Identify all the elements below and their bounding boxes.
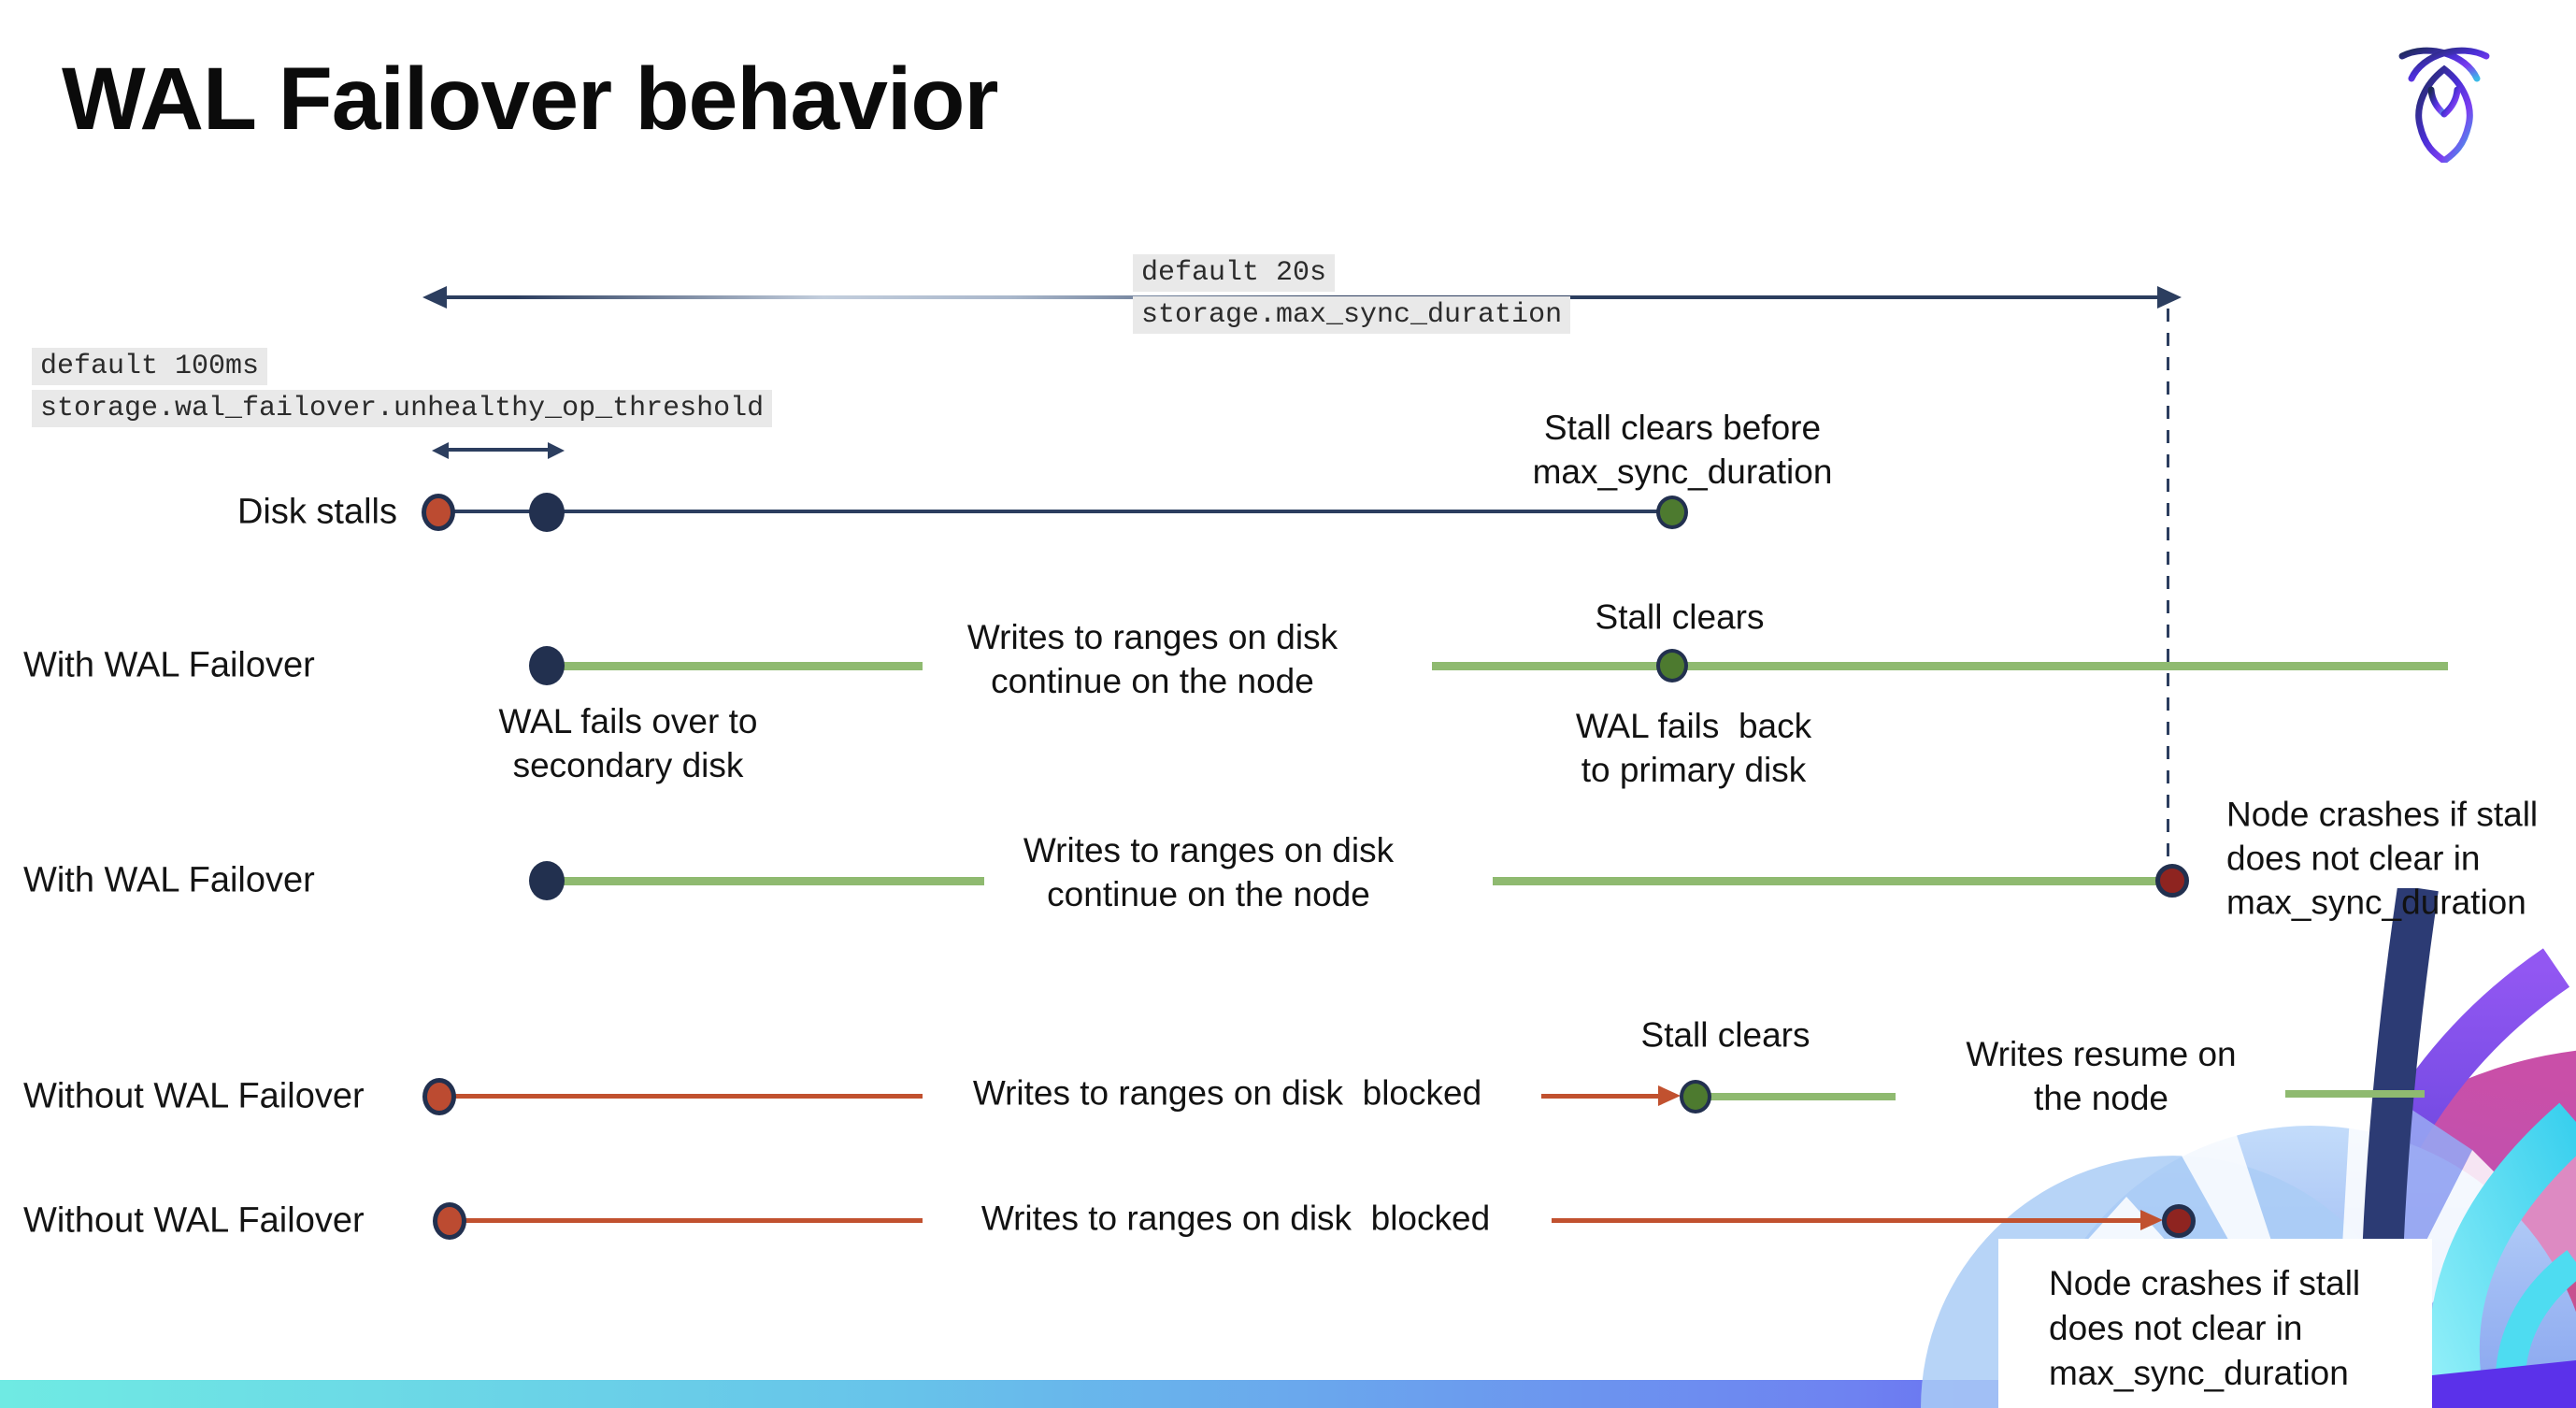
writes-blocked-note: Writes to ranges on disk blocked [980,1199,1491,1238]
max-sync-default-value: default 20s [1133,254,1336,292]
stall-clear-dot [1680,1080,1711,1113]
blocked-arrow-head [1658,1085,1681,1106]
stall-clear-dot [1656,496,1688,529]
disk-stall-start-dot [422,494,455,531]
node-crash-dot [2162,1204,2196,1238]
threshold-arrow [447,448,550,452]
wal-failover-green-segment [547,662,923,670]
failover-dot [529,646,565,685]
threshold-reached-dot [529,493,565,532]
arrow-right-head [2157,286,2182,309]
stall-clears-before-note: Stall clears before max_sync_duration [1532,409,1833,491]
node-crashes-note: Node crashes if stall does not clear in … [2226,795,2539,922]
writes-continue-note: Writes to ranges on disk continue on the… [966,618,1338,700]
writes-resume-note: Writes resume on the node [1966,1035,2237,1117]
node-crashes-note: Node crashes if stall does not clear in … [2049,1264,2361,1392]
blocked-red-segment [450,1218,923,1223]
page-title: WAL Failover behavior [62,50,998,149]
threshold-arrow-left-head [432,442,449,459]
unhealthy-op-threshold-label: default 100ms storage.wal_failover.unhea… [32,348,773,432]
node-crash-callout-box: Node crashes if stall does not clear in … [1998,1239,2432,1408]
wal-fails-back-note: WAL fails back to primary disk [1575,707,1812,789]
resume-green-segment [1696,1093,1896,1100]
max-sync-duration-label: default 20s storage.max_sync_duration [1133,254,1571,338]
threshold-default-value: default 100ms [32,348,268,385]
timeline-label-with-wal-failover-1: With WAL Failover [23,645,315,685]
stall-clears-note: Stall clears [1595,597,1765,637]
max-sync-setting-name: storage.max_sync_duration [1133,296,1571,334]
resume-green-segment [2285,1090,2425,1098]
threshold-setting-name: storage.wal_failover.unhealthy_op_thresh… [32,390,773,427]
blocked-arrow-head [2140,1210,2163,1230]
cockroach-logo-icon [2398,47,2490,163]
writes-blocked-note: Writes to ranges on disk blocked [972,1073,1482,1113]
timeline-label-without-wal-failover-1: Without WAL Failover [23,1076,365,1116]
arrow-left-head [422,286,447,309]
timeline-label-disk-stalls: Disk stalls [236,492,397,532]
wal-fails-over-note: WAL fails over to secondary disk [498,702,758,784]
failover-dot [529,861,565,900]
disk-stall-start-dot [433,1202,466,1240]
disk-stall-timeline [438,510,1672,513]
blocked-red-segment [1552,1218,2140,1223]
dashed-timeout-line [2167,309,2169,858]
disk-stall-start-dot [422,1078,456,1115]
blocked-red-segment [439,1094,923,1099]
node-crash-dot [2155,864,2189,898]
blocked-red-segment [1541,1094,1658,1099]
wal-failover-green-segment [547,877,984,885]
stall-clear-dot [1656,649,1688,682]
timeline-label-without-wal-failover-2: Without WAL Failover [23,1200,365,1241]
threshold-arrow-right-head [548,442,565,459]
stall-clears-note: Stall clears [1640,1015,1810,1055]
timeline-label-with-wal-failover-2: With WAL Failover [23,860,315,900]
wal-failover-green-segment [1493,877,2172,885]
writes-continue-note: Writes to ranges on disk continue on the… [1023,831,1395,913]
wal-failover-green-segment [1432,662,2448,670]
